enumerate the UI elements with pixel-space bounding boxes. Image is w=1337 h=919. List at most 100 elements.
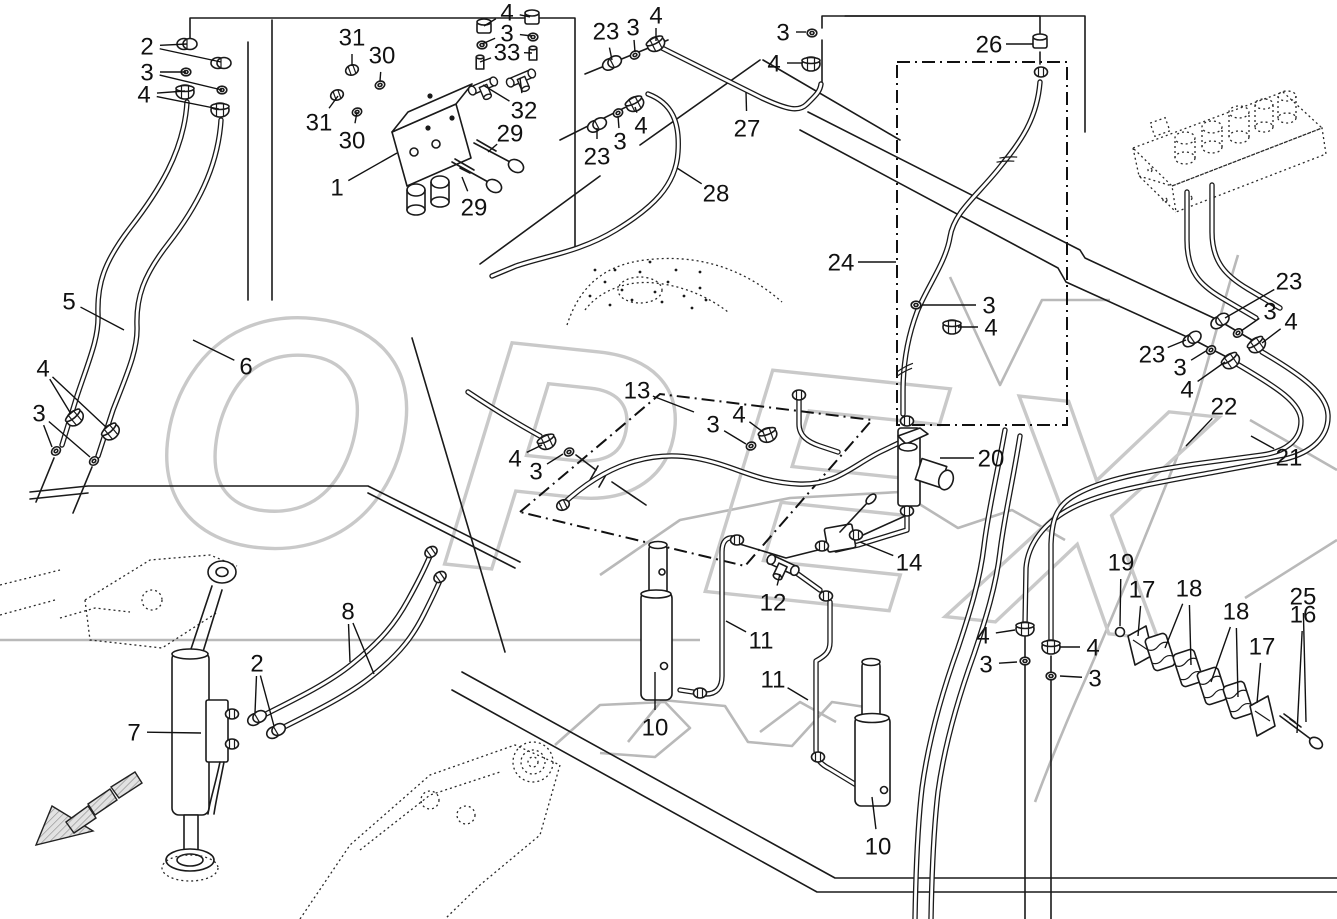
callout-label-3: 3 bbox=[776, 20, 789, 47]
leader-line bbox=[871, 796, 877, 830]
leader-line bbox=[156, 95, 220, 110]
callout-label-7: 7 bbox=[127, 720, 140, 747]
callout-label-33: 33 bbox=[494, 40, 521, 67]
callout-label-21: 21 bbox=[1276, 445, 1303, 472]
callout-label-14: 14 bbox=[896, 550, 923, 577]
leader-line bbox=[483, 18, 497, 27]
callout-label-4: 4 bbox=[137, 82, 150, 109]
ball-valve-14 bbox=[814, 493, 877, 553]
leader-line bbox=[1240, 317, 1260, 332]
callout-label-17: 17 bbox=[1129, 577, 1156, 604]
leader-line bbox=[347, 152, 398, 182]
leader-line bbox=[998, 661, 1018, 664]
callout-label-22: 22 bbox=[1211, 394, 1238, 421]
callout-label-3: 3 bbox=[626, 15, 639, 42]
callout-label-4: 4 bbox=[500, 0, 513, 27]
callout-label-3: 3 bbox=[982, 293, 995, 320]
callout-label-24: 24 bbox=[828, 250, 855, 277]
leader-line bbox=[776, 573, 781, 586]
callout-label-3: 3 bbox=[706, 412, 719, 439]
pickup-dots bbox=[588, 260, 708, 310]
leader-line bbox=[259, 675, 275, 727]
leader-line bbox=[519, 14, 531, 18]
callout-label-3: 3 bbox=[1263, 299, 1276, 326]
leader-line bbox=[676, 167, 703, 185]
leader-line bbox=[479, 57, 492, 63]
leader-line bbox=[608, 47, 613, 61]
callout-label-16: 16 bbox=[1290, 602, 1317, 629]
leader-line bbox=[156, 90, 186, 94]
leader-line bbox=[723, 430, 747, 445]
leader-line bbox=[80, 306, 125, 331]
callout-label-4: 4 bbox=[1180, 377, 1193, 404]
watermark-text: OPEX bbox=[134, 235, 1252, 715]
callout-label-4: 4 bbox=[976, 623, 989, 650]
leader-line bbox=[1197, 361, 1226, 383]
callout-label-30: 30 bbox=[369, 43, 396, 70]
leader-line bbox=[859, 541, 894, 557]
callout-label-13: 13 bbox=[624, 378, 651, 405]
callout-label-2: 2 bbox=[140, 34, 153, 61]
leader-line bbox=[526, 444, 543, 453]
leader-line bbox=[254, 675, 258, 714]
dash-box-24 bbox=[896, 61, 1068, 426]
callout-label-12: 12 bbox=[760, 590, 787, 617]
leader-line bbox=[1137, 605, 1142, 637]
callout-label-3: 3 bbox=[613, 129, 626, 156]
callout-label-3: 3 bbox=[529, 459, 542, 486]
callout-label-4: 4 bbox=[508, 446, 521, 473]
leader-line bbox=[379, 71, 382, 82]
callout-label-4: 4 bbox=[767, 51, 780, 78]
valve-block-1 bbox=[391, 83, 525, 216]
leader-line bbox=[1167, 339, 1187, 349]
callout-label-4: 4 bbox=[634, 113, 647, 140]
leader-line bbox=[1256, 662, 1262, 704]
leader-line bbox=[481, 37, 496, 45]
cylinder-10b bbox=[854, 657, 891, 807]
leader-line bbox=[634, 106, 638, 113]
callout-label-4: 4 bbox=[36, 356, 49, 383]
leader-line bbox=[748, 421, 764, 433]
leader-line bbox=[1250, 435, 1275, 450]
leader-line bbox=[328, 95, 339, 109]
callout-label-5: 5 bbox=[62, 289, 75, 316]
direction-arrow bbox=[34, 771, 143, 847]
leader-line bbox=[1302, 612, 1307, 723]
callout-label-20: 20 bbox=[978, 446, 1005, 473]
callout-label-23: 23 bbox=[593, 19, 620, 46]
leader-line bbox=[633, 39, 636, 53]
leader-line bbox=[1261, 328, 1282, 344]
callout-label-18: 18 bbox=[1223, 599, 1250, 626]
leader-line bbox=[192, 339, 235, 361]
leader-line bbox=[725, 620, 747, 633]
callout-label-4: 4 bbox=[1284, 309, 1297, 336]
callout-label-3: 3 bbox=[1173, 355, 1186, 382]
callout-label-25: 25 bbox=[1290, 584, 1317, 611]
leader-line bbox=[546, 453, 564, 465]
leader-line bbox=[347, 623, 351, 663]
leader-line bbox=[1210, 626, 1232, 683]
callout-label-29: 29 bbox=[461, 195, 488, 222]
callout-label-23: 23 bbox=[1139, 342, 1166, 369]
callout-label-4: 4 bbox=[984, 315, 997, 342]
callout-label-11: 11 bbox=[749, 628, 774, 655]
leader-line bbox=[519, 77, 523, 94]
callout-label-8: 8 bbox=[341, 599, 354, 626]
callout-label-11: 11 bbox=[761, 667, 786, 694]
leader-line bbox=[52, 376, 108, 429]
leader-line bbox=[487, 143, 498, 153]
callout-label-3: 3 bbox=[979, 652, 992, 679]
leader-line bbox=[652, 395, 695, 413]
callout-label-31: 31 bbox=[306, 110, 333, 137]
leader-line bbox=[461, 176, 469, 192]
callout-label-3: 3 bbox=[500, 21, 513, 48]
leader-line bbox=[49, 378, 72, 415]
leader-line bbox=[787, 687, 809, 701]
leader-line bbox=[42, 424, 53, 448]
callout-label-4: 4 bbox=[732, 402, 745, 429]
leader-line bbox=[1185, 417, 1213, 447]
callout-label-26: 26 bbox=[976, 32, 1003, 59]
callout-label-18: 18 bbox=[1176, 576, 1203, 603]
leader-line bbox=[48, 420, 91, 458]
